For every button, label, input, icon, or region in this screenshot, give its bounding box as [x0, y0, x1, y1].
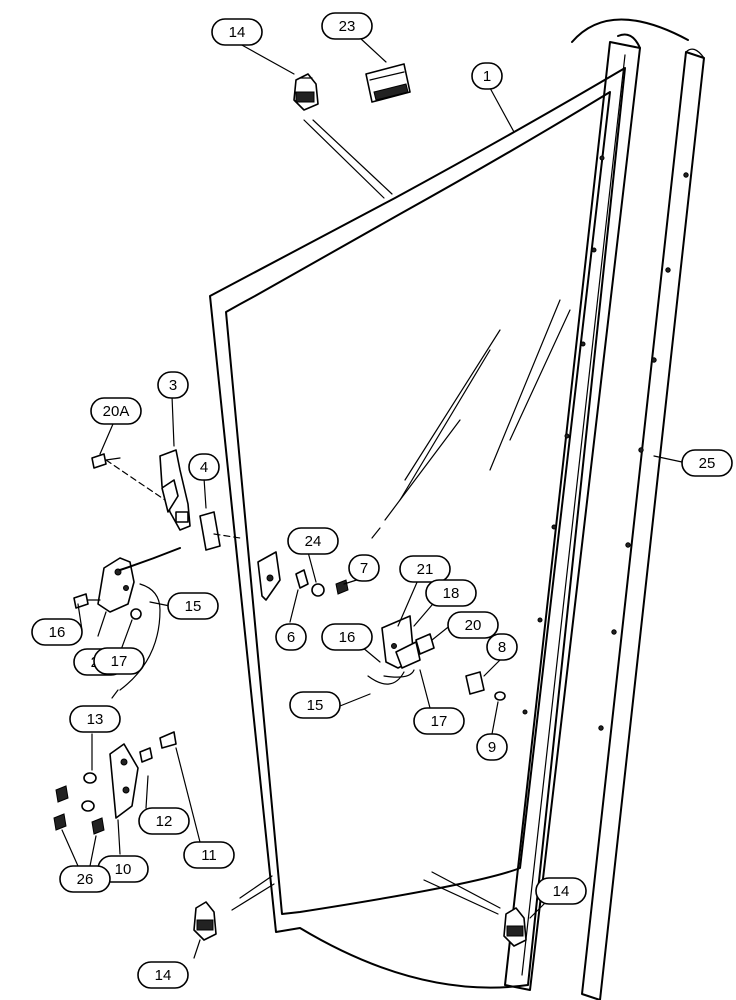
svg-text:15: 15 — [185, 598, 202, 615]
svg-text:10: 10 — [115, 861, 132, 878]
svg-text:16: 16 — [49, 624, 66, 641]
washer-13 — [83, 772, 97, 784]
callout-7: 7 — [348, 554, 380, 582]
assembly-line — [213, 533, 241, 539]
callout-1: 1 — [471, 62, 503, 90]
callout-18: 18 — [425, 579, 477, 607]
clip-23 — [365, 63, 411, 103]
svg-text:25: 25 — [699, 455, 716, 472]
door-glass-panel — [209, 67, 626, 989]
vertical-rubber-strip — [581, 48, 705, 1000]
svg-text:9: 9 — [488, 739, 496, 756]
svg-text:15: 15 — [307, 697, 324, 714]
latch-handle — [159, 449, 191, 531]
callout-12: 12 — [138, 807, 190, 835]
callout-21: 21 — [399, 555, 451, 583]
callout-17-right: 17 — [413, 707, 465, 735]
seal-arc — [571, 18, 689, 43]
nut-7 — [335, 579, 349, 595]
callout-4: 4 — [188, 453, 220, 481]
callout-17-left: 17 — [93, 647, 145, 675]
svg-text:17: 17 — [431, 713, 448, 730]
callout-11: 11 — [183, 841, 235, 869]
nut-26a — [55, 785, 69, 803]
callout-14-bottom-right: 14 — [535, 877, 587, 905]
svg-text:8: 8 — [498, 639, 506, 656]
clip-14-top — [293, 73, 319, 111]
callout-14-top: 14 — [211, 18, 263, 46]
bolt-16-left — [73, 593, 89, 609]
svg-text:18: 18 — [443, 585, 460, 602]
callout-24: 24 — [287, 527, 339, 555]
svg-text:6: 6 — [287, 629, 295, 646]
callout-16-left: 16 — [31, 618, 83, 646]
svg-text:13: 13 — [87, 711, 104, 728]
nut-26b — [53, 813, 67, 831]
svg-text:7: 7 — [360, 560, 368, 577]
cable-15-right — [367, 671, 405, 685]
callout-23: 23 — [321, 12, 373, 40]
latch-assembly-21 — [381, 615, 435, 678]
bolt-20A — [91, 453, 121, 469]
washer-9 — [494, 691, 506, 701]
callout-16-right: 16 — [321, 623, 373, 651]
spacer-6 — [295, 569, 309, 589]
svg-text:3: 3 — [169, 377, 177, 394]
assembly-line — [105, 459, 166, 501]
callout-6: 6 — [275, 623, 307, 651]
svg-text:17: 17 — [111, 653, 128, 670]
callout-15-right: 15 — [289, 691, 341, 719]
callout-14-bottom-left: 14 — [137, 961, 189, 989]
svg-text:14: 14 — [229, 24, 246, 41]
lock-bracket-10 — [109, 731, 177, 819]
nut-26c — [91, 817, 105, 835]
svg-text:14: 14 — [553, 883, 570, 900]
svg-text:21: 21 — [417, 561, 434, 578]
svg-text:4: 4 — [200, 459, 208, 476]
nut-17-left — [130, 608, 142, 620]
callout-20A: 20A — [90, 397, 142, 425]
svg-text:14: 14 — [155, 967, 172, 984]
svg-text:12: 12 — [156, 813, 173, 830]
washer-24 — [311, 583, 325, 597]
bolt-8 — [465, 671, 485, 695]
weather-seal-strip — [504, 33, 641, 991]
link-arc — [119, 547, 181, 571]
shim-plate — [199, 511, 221, 551]
svg-text:20A: 20A — [103, 403, 130, 420]
callout-26: 26 — [59, 865, 111, 893]
svg-text:16: 16 — [339, 629, 356, 646]
callout-10: 10 — [97, 855, 149, 883]
callout-9: 9 — [476, 733, 508, 761]
svg-text:23: 23 — [339, 18, 356, 35]
svg-text:20: 20 — [465, 617, 482, 634]
clip-14-bottom-left — [193, 901, 217, 941]
svg-text:11: 11 — [201, 847, 217, 864]
cable-tip — [111, 689, 119, 699]
leader-lines — [61, 37, 683, 959]
callout-3: 3 — [157, 371, 189, 399]
clip-14-bottom-right — [503, 907, 527, 947]
svg-text:26: 26 — [77, 871, 94, 888]
washer-13b — [81, 800, 95, 812]
callout-20: 20 — [447, 611, 499, 639]
callout-8: 8 — [486, 633, 518, 661]
svg-text:1: 1 — [483, 68, 491, 85]
callout-13: 13 — [69, 705, 121, 733]
callout-25: 25 — [681, 449, 733, 477]
callout-15-left: 15 — [167, 592, 219, 620]
svg-text:24: 24 — [305, 533, 322, 550]
